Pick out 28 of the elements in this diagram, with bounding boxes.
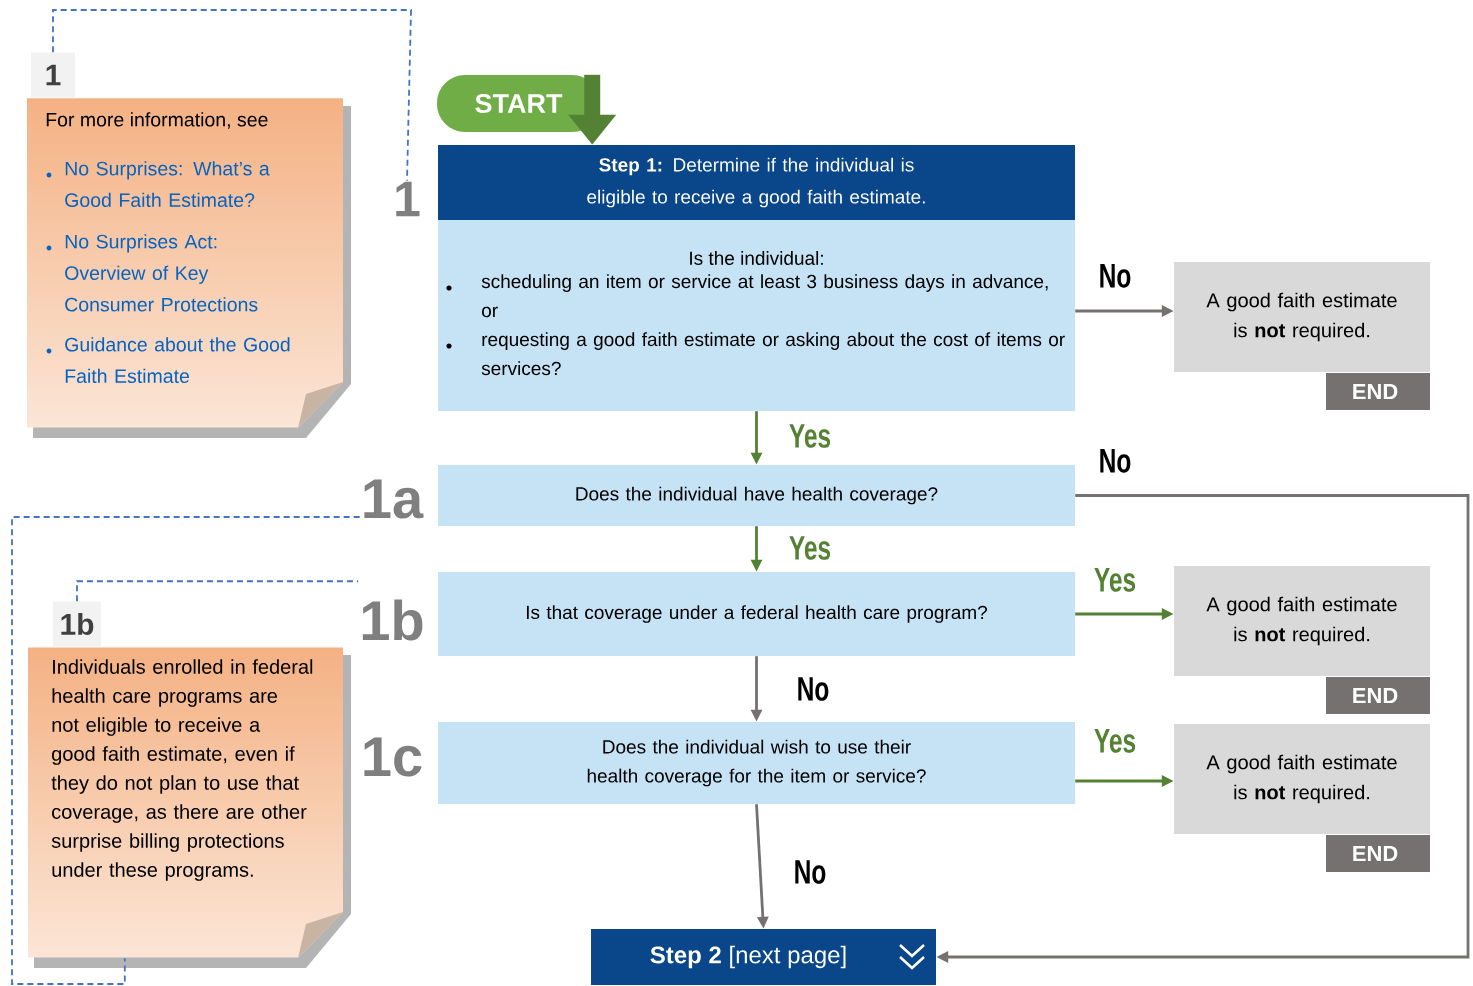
step-number: 1b: [362, 599, 423, 641]
question-box: Does the individual have health coverage?: [438, 465, 1075, 526]
question-box: Is that coverage under a federal health care program?: [438, 572, 1075, 656]
edge-label: No: [1100, 264, 1131, 288]
edge-label: Yes: [789, 424, 831, 448]
sticky-note: 1 For more information, see No Surprises: What’s a Good Faith Estimate? No Surprises Act: Overview of Key Consumer Protections Guidance about the Good Faith Estimate: [27, 52, 351, 438]
step-number: 1: [396, 181, 420, 217]
connector-line: [76, 580, 360, 603]
result-box: A good faith estimate is not required. END: [1174, 262, 1430, 410]
edge-label: No: [1100, 449, 1131, 473]
result-box: A good faith estimate is not required. END: [1174, 566, 1430, 714]
edge-label: Yes: [789, 536, 831, 560]
edge-label: Yes: [1094, 729, 1136, 753]
node-label: END: [1353, 687, 1398, 704]
result-box: A good faith estimate is not required. END: [1174, 724, 1430, 872]
node-label: END: [1353, 383, 1398, 400]
question-box: Step 1: Determine if the individual is eligible to receive a good faith estimate. Is the individual: scheduling an item or service at least 3 business days in advance, or requesting a good faith estimate or asking about the cost of items or services?: [438, 145, 1075, 411]
sticky-note: 1b Individuals enrolled in federal health care programs are not eligible to receive a good faith estimate, even if they do not plan to use that coverage, as there are other surprise billing protections under these programs.: [28, 601, 351, 968]
edge-label: Yes: [1094, 568, 1136, 592]
question-box: Does the individual wish to use their health coverage for the item or service?: [438, 722, 1075, 804]
step-number: 1c: [364, 737, 422, 777]
connector-line: [52, 9, 412, 182]
next-step-box: Step 2 [next page]: [591, 929, 936, 985]
connector-line: [11, 516, 361, 985]
edge-label: No: [795, 860, 826, 884]
step-number: 1a: [364, 479, 424, 519]
edge-label: No: [798, 677, 829, 701]
node-label: END: [1353, 845, 1398, 862]
